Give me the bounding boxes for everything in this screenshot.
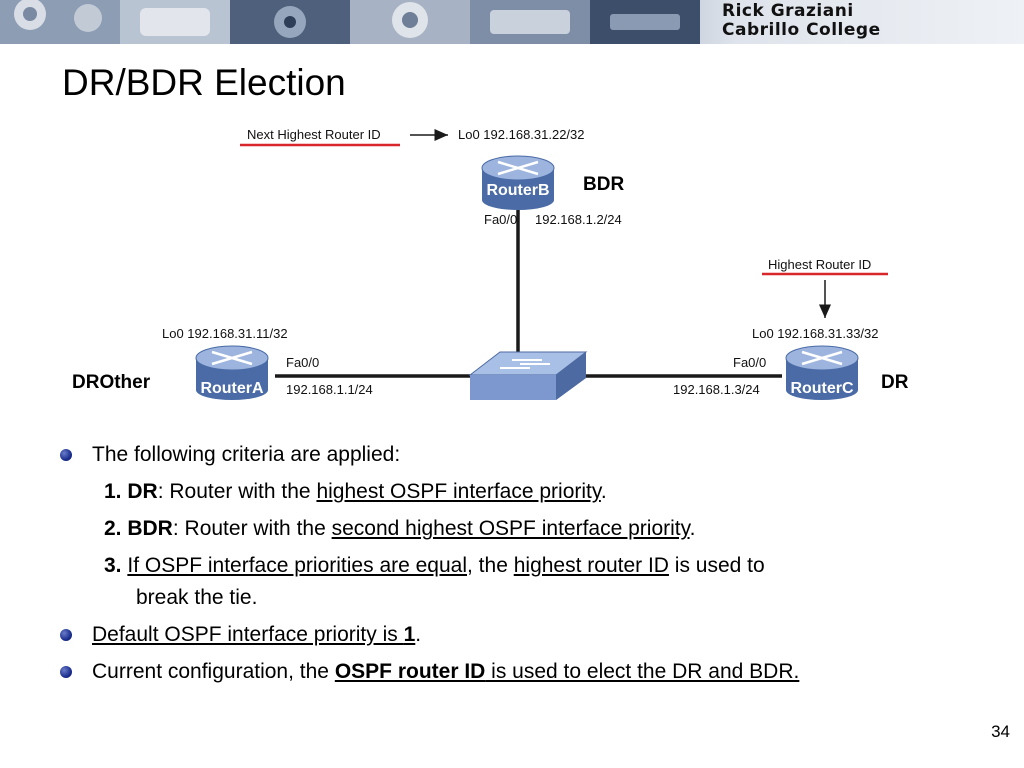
page-number: 34 <box>991 722 1010 741</box>
banner-college: Cabrillo College <box>722 20 881 40</box>
bullet-emphasis: Default OSPF interface priority is <box>92 623 404 646</box>
router-c-callout: Highest Router ID <box>768 257 871 272</box>
bullet-dot-icon <box>60 449 72 461</box>
bullet-bold: OSPF router ID <box>334 660 486 683</box>
router-b-role: BDR <box>583 174 624 195</box>
router-b-interface: Fa0/0 <box>484 212 517 227</box>
criteria-text: is used to <box>668 554 765 577</box>
router-c-ip: 192.168.1.3/24 <box>673 382 760 397</box>
bullet-text-end: . <box>415 623 422 646</box>
criteria-text: : Router with the <box>157 480 317 503</box>
router-a-name: RouterA <box>200 380 264 397</box>
router-a-interface: Fa0/0 <box>286 355 319 370</box>
criteria-text: , the <box>467 554 514 577</box>
criteria-item-dr: 1. DR: Router with the highest OSPF inte… <box>104 479 607 504</box>
router-c-name: RouterC <box>790 380 854 397</box>
bullet-text-start: Current configuration, the <box>92 660 335 683</box>
banner-author: Rick Graziani <box>722 1 854 21</box>
criteria-item-tie: 3. If OSPF interface priorities are equa… <box>104 553 765 578</box>
router-b-ip: 192.168.1.2/24 <box>535 212 622 227</box>
router-c-interface: Fa0/0 <box>733 355 766 370</box>
router-b-icon: RouterB <box>481 155 555 210</box>
router-b-loopback: Lo0 192.168.31.22/32 <box>458 127 585 142</box>
router-c-role: DR <box>881 372 909 393</box>
router-c-loopback: Lo0 192.168.31.33/32 <box>752 326 879 341</box>
router-b-callout: Next Highest Router ID <box>247 127 381 142</box>
criteria-text: : Router with the <box>172 517 332 540</box>
banner-photo-strip <box>0 0 700 44</box>
router-a-ip: 192.168.1.1/24 <box>286 382 373 397</box>
criteria-text: . <box>689 517 696 540</box>
bullet-emphasis: is used to elect the DR and BDR. <box>485 660 800 683</box>
router-a-role: DROther <box>72 372 151 393</box>
router-a-loopback: Lo0 192.168.31.11/32 <box>162 326 288 341</box>
criteria-item-tie-continued: break the tie. <box>136 586 258 609</box>
criteria-number: 2. BDR <box>104 517 173 540</box>
criteria-emphasis: highest router ID <box>513 554 669 577</box>
bullet-bold: 1 <box>403 623 416 646</box>
criteria-emphasis: highest OSPF interface priority <box>316 480 601 503</box>
criteria-emphasis: second highest OSPF interface priority <box>331 517 690 540</box>
bullet-text: The following criteria are applied: <box>92 443 401 466</box>
header-banner: Rick Graziani Cabrillo College <box>0 0 1024 44</box>
bullet-text: Default OSPF interface priority is 1. <box>92 622 421 647</box>
router-c-icon: RouterC <box>785 345 859 400</box>
criteria-number: 3. <box>104 554 122 577</box>
switch-icon <box>468 351 588 400</box>
bullet-text: Current configuration, the OSPF router I… <box>92 659 799 684</box>
criteria-item-bdr: 2. BDR: Router with the second highest O… <box>104 516 695 541</box>
criteria-text: . <box>600 480 607 503</box>
router-a-icon: RouterA <box>195 345 269 400</box>
bullet-dot-icon <box>60 629 72 641</box>
router-b-name: RouterB <box>486 182 549 199</box>
slide-title: DR/BDR Election <box>62 62 346 103</box>
bullet-dot-icon <box>60 666 72 678</box>
criteria-emphasis: If OSPF interface priorities are equal <box>127 554 468 577</box>
criteria-number: 1. DR <box>104 480 158 503</box>
